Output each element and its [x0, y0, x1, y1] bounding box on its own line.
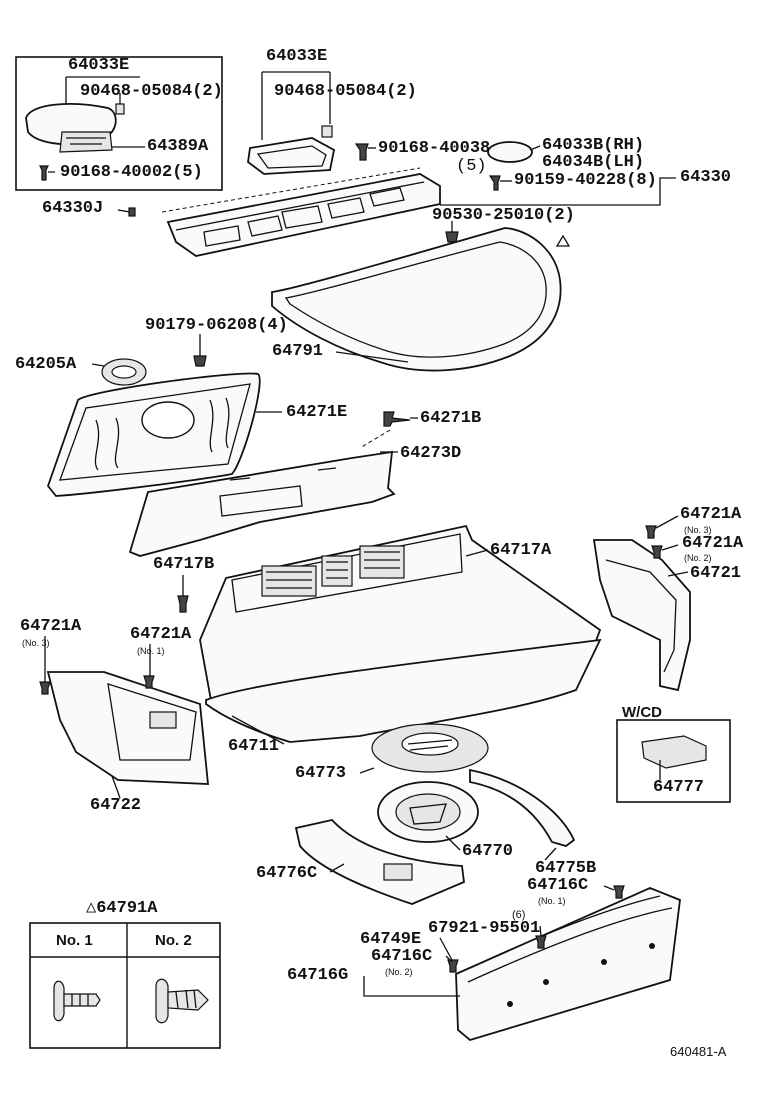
label-64791: 64791: [272, 342, 324, 361]
clip-table-col-no1: No. 1: [56, 932, 93, 949]
note-64721A-middle: (No. 1): [137, 646, 165, 656]
label-64330J: 64330J: [42, 199, 104, 218]
clip-90179-06208: [193, 355, 207, 367]
label-64717B: 64717B: [153, 555, 215, 574]
clip-table-col-no2: No. 2: [155, 932, 192, 949]
plug-64033B: [487, 141, 533, 163]
label-64271B: 64271B: [420, 409, 482, 428]
label-64205A: 64205A: [15, 355, 77, 374]
side-trim-64722: [46, 671, 209, 785]
clip-90530-25010: [445, 231, 459, 243]
label-64773: 64773: [295, 764, 347, 783]
label-64770: 64770: [462, 842, 514, 861]
label-64034B: 64034B(LH): [542, 153, 645, 172]
screw-90159-40228: [488, 175, 501, 191]
label-64722: 64722: [90, 796, 142, 815]
clip-no2-drawing: [155, 978, 209, 1024]
label-67921-95501: 67921-95501: [428, 919, 541, 938]
label-64775B: 64775B: [535, 859, 597, 878]
spare-cover-64773: [371, 723, 489, 773]
floor-mat-64711: [205, 638, 602, 743]
label-64711: 64711: [228, 737, 280, 756]
label-90168-40038: 90168-40038: [378, 139, 491, 158]
note-64721A-right-2: (No. 2): [684, 553, 712, 563]
label-90530-25010: 90530-25010(2): [432, 206, 575, 225]
label-inset-90168-40002: 90168-40002(5): [60, 163, 203, 182]
arc-trim-64775B: [469, 768, 576, 847]
rear-panel-64716: [455, 887, 681, 1042]
note-64721A-right-1: (No. 3): [684, 525, 712, 535]
label-64716C-2: 64716C: [371, 947, 433, 966]
shelf-panel-64330: [161, 167, 441, 257]
note-64716C-1: (No. 1): [538, 896, 566, 906]
label-90168-40038-qty: (5): [456, 157, 487, 176]
label-64033B: 64033B(RH): [542, 136, 645, 155]
front-trim-64776C: [294, 819, 465, 905]
clip-64271B: [383, 411, 411, 427]
inset-box: [15, 56, 223, 191]
label-64721A-right-2: 64721A: [682, 534, 744, 553]
label-64749E: 64749E: [360, 930, 422, 949]
label-64721A-middle: 64721A: [130, 625, 192, 644]
clip-table-title: △64791A: [86, 899, 158, 918]
mat-64273D: [128, 450, 396, 557]
label-64330: 64330: [680, 168, 732, 187]
inset-cover-part: [25, 103, 125, 153]
screw-90168-40038: [354, 143, 369, 161]
cd-bracket-64777: [641, 735, 707, 780]
label-64777: 64777: [653, 778, 705, 797]
label-64776C: 64776C: [256, 864, 318, 883]
label-64716C-1: 64716C: [527, 876, 589, 895]
label-90179-06208: 90179-06208(4): [145, 316, 288, 335]
clip-64717B: [177, 595, 189, 613]
label-64721A-right-1: 64721A: [680, 505, 742, 524]
inset-leaders: [39, 76, 145, 181]
trim-panel-64271E: [46, 372, 261, 497]
label-64721: 64721: [690, 564, 742, 583]
clip-64330J: [128, 207, 136, 217]
note-64721A-left: (No. 3): [22, 638, 50, 648]
label-64721A-left: 64721A: [20, 617, 82, 636]
ring-64205A: [101, 358, 147, 386]
label-inset-90468-05084: 90468-05084(2): [80, 82, 223, 101]
variant-label: W/CD: [622, 704, 662, 721]
note-67921-qty: (6): [512, 909, 526, 921]
label-64717A: 64717A: [490, 541, 552, 560]
label-64271E: 64271E: [286, 403, 348, 422]
note-64716C-2: (No. 2): [385, 967, 413, 977]
clip-no1-drawing: [53, 980, 101, 1022]
clip-table-frame: [29, 922, 221, 1049]
spare-holder-64770: [377, 781, 479, 843]
label-64033E: 64033E: [266, 47, 328, 66]
diagram-code: 640481-A: [670, 1044, 727, 1059]
label-inset-64033E: 64033E: [68, 56, 130, 75]
label-90468-05084: 90468-05084(2): [274, 82, 417, 101]
variant-box: [616, 719, 731, 803]
triangle-mark: [555, 234, 571, 247]
cover-64033E: [247, 71, 336, 175]
label-90159-40228: 90159-40228(8): [514, 171, 657, 190]
label-64716G: 64716G: [287, 966, 349, 985]
label-64273D: 64273D: [400, 444, 462, 463]
label-inset-64389A: 64389A: [147, 137, 209, 156]
side-trim-64721: [592, 539, 691, 692]
